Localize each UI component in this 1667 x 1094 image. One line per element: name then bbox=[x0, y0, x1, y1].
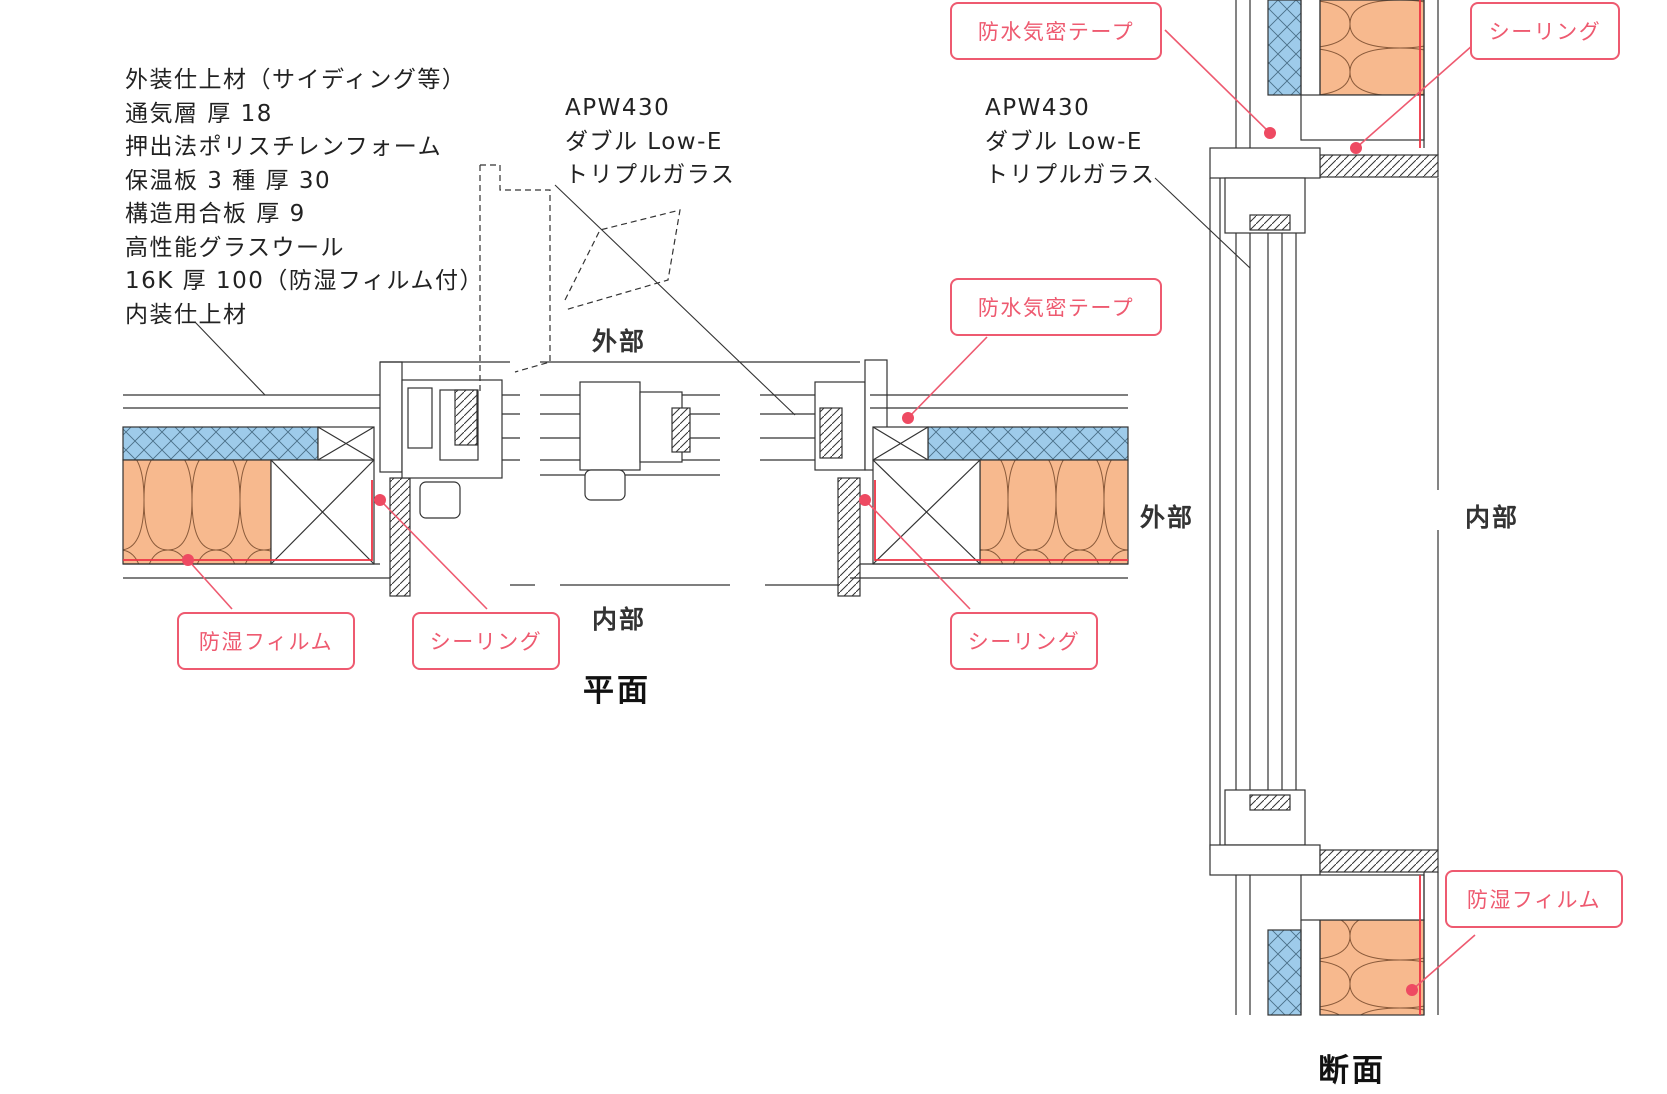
spec-line: 内装仕上材 bbox=[125, 301, 248, 328]
plan-exterior-label: 外部 bbox=[592, 327, 647, 356]
plan-wool-right bbox=[979, 459, 1129, 565]
spec-line: 通気層 厚 18 bbox=[125, 100, 273, 127]
plan-view bbox=[122, 164, 1129, 597]
section-exterior-label: 外部 bbox=[1140, 503, 1195, 532]
glass-type: トリプルガラス bbox=[565, 162, 736, 188]
wall-spec-list: 外装仕上材（サイディング等） 通気層 厚 18 押出法ポリスチレンフォーム 保温… bbox=[125, 64, 484, 332]
callout-waterproof-tape-section: 防水気密テープ bbox=[950, 2, 1162, 60]
callout-waterproof-tape-plan: 防水気密テープ bbox=[950, 278, 1162, 336]
glass-type: トリプルガラス bbox=[985, 162, 1156, 188]
glass-model: APW430 bbox=[985, 95, 1091, 121]
glass-coating: ダブル Low-E bbox=[985, 128, 1143, 155]
plan-leaders bbox=[194, 184, 796, 416]
callout-sealing-plan-right: シーリング bbox=[950, 612, 1098, 670]
section-callout-leaders bbox=[1164, 29, 1491, 991]
plan-heading: 平面 bbox=[583, 673, 651, 709]
spec-line: 保温板 3 種 厚 30 bbox=[125, 167, 332, 194]
plan-glass-label: APW430 ダブル Low-E トリプルガラス bbox=[565, 92, 735, 193]
section-glass-label: APW430 ダブル Low-E トリプルガラス bbox=[985, 92, 1155, 193]
spec-line: 押出法ポリスチレンフォーム bbox=[125, 134, 443, 160]
spec-line: 16K 厚 100（防湿フィルム付） bbox=[125, 268, 484, 294]
glass-model: APW430 bbox=[565, 95, 671, 121]
section-heading: 断面 bbox=[1318, 1053, 1386, 1089]
callout-sealing-plan-left: シーリング bbox=[412, 612, 560, 670]
callout-vapor-film-plan: 防湿フィルム bbox=[177, 612, 355, 670]
plan-callout-dots bbox=[182, 412, 914, 566]
plan-xps-right bbox=[927, 426, 1129, 461]
plan-xps-left bbox=[122, 426, 319, 461]
section-leaders bbox=[1154, 177, 1251, 269]
spec-line: 外装仕上材（サイディング等） bbox=[125, 67, 467, 93]
plan-wool-left bbox=[122, 459, 272, 565]
section-callout-dots bbox=[1264, 127, 1418, 996]
spec-line: 構造用合板 厚 9 bbox=[125, 201, 306, 227]
section-view bbox=[1209, 0, 1439, 1016]
section-interior-label: 内部 bbox=[1465, 503, 1520, 532]
spec-line: 高性能グラスウール bbox=[125, 234, 346, 261]
glass-coating: ダブル Low-E bbox=[565, 128, 723, 155]
plan-interior-label: 内部 bbox=[592, 605, 647, 634]
callout-vapor-film-section: 防湿フィルム bbox=[1445, 870, 1623, 928]
plan-callout-leaders bbox=[187, 336, 988, 610]
callout-sealing-section: シーリング bbox=[1470, 2, 1620, 60]
